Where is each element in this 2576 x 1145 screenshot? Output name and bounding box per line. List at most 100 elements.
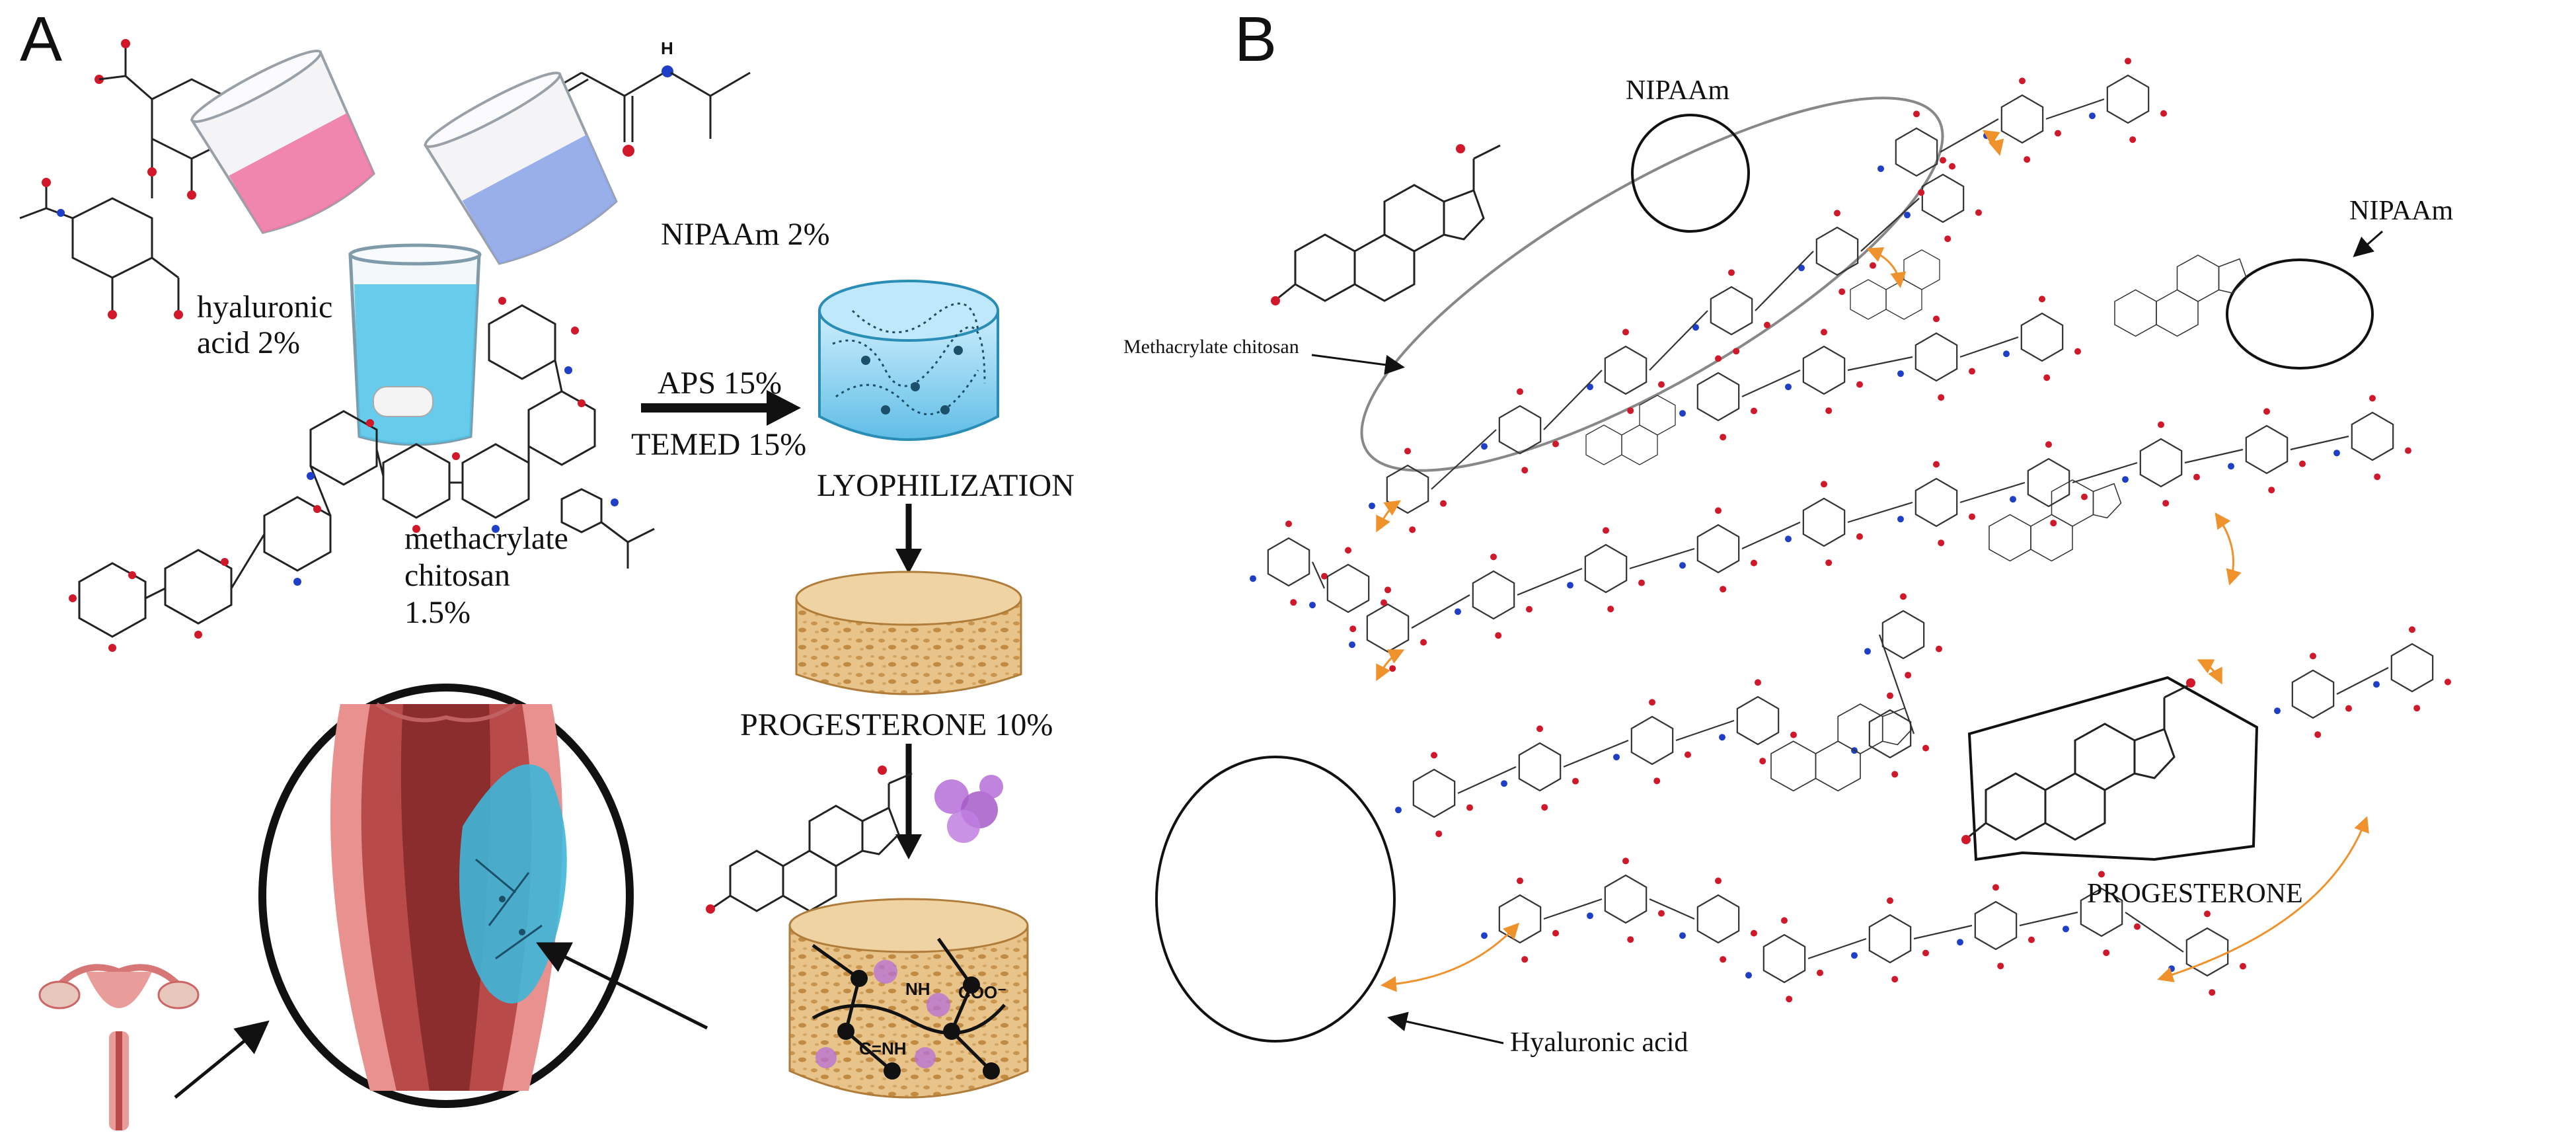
sugar-ring (1815, 226, 1859, 276)
glycosidic-bond (1431, 429, 1497, 490)
atom-marker (1790, 731, 1797, 738)
atom-marker (2333, 450, 2340, 457)
atom-marker (2050, 520, 2057, 527)
glycosidic-bond (2336, 667, 2389, 695)
sugar-ring (1366, 603, 1410, 653)
atom-marker (1552, 929, 1559, 937)
atom-marker (1759, 758, 1766, 765)
atom-marker (1969, 513, 1975, 520)
atom-marker (1381, 599, 1387, 606)
atom-marker (2010, 496, 2016, 503)
atom-marker (2045, 441, 2052, 448)
atom-marker (1649, 699, 1655, 706)
glycosidic-bond (2019, 911, 2078, 927)
atom-marker (2055, 130, 2061, 137)
atom-marker (2129, 136, 2137, 143)
atom-marker (2162, 500, 2170, 507)
glycosidic-bond (2125, 912, 2184, 953)
glycosidic-bond (1860, 198, 1920, 252)
atom-marker (1897, 516, 1904, 523)
atom-marker (1887, 897, 1893, 904)
nipaam-top-label: NIPAAm (1626, 75, 1729, 106)
temed-label: TEMED 15% (631, 427, 806, 462)
atom-marker (2299, 460, 2306, 467)
atom-marker (2345, 705, 2352, 712)
atom-marker (1409, 526, 1416, 533)
glycosidic-bond (2184, 448, 2244, 464)
atom-marker (2413, 705, 2421, 712)
atom-marker (1781, 917, 1788, 924)
atom-marker (1420, 639, 1427, 646)
atom-marker (1345, 547, 1351, 554)
methacrylate-chitosan-structure (69, 297, 655, 652)
sugar-ring (1802, 497, 1846, 547)
atom-marker (2405, 447, 2411, 454)
hyaluronic-acid-pointer (1387, 1011, 1504, 1045)
atom-marker (2103, 949, 2110, 957)
atom-marker (1997, 963, 2004, 970)
glycosidic-bond (1755, 251, 1814, 311)
hyaluronic-acid-region (1155, 756, 1396, 1043)
atom-marker (1825, 559, 1833, 567)
sugar-ring (1630, 715, 1674, 766)
glycosidic-bond (1311, 561, 1326, 589)
atom-marker (1481, 932, 1488, 939)
atom-marker (1627, 407, 1634, 415)
atom-marker (1521, 956, 1529, 963)
atom-marker (1975, 209, 1982, 216)
progesterone-label: PROGESTERONE 10% (740, 707, 1053, 742)
sugar-ring (1868, 914, 1912, 964)
atom-marker (1969, 368, 1975, 375)
atom-marker (1431, 752, 1437, 759)
progesterone-b-label: PROGESTERONE (2087, 879, 2303, 909)
sugar-ring (1762, 933, 1806, 984)
glycosidic-bond (1517, 567, 1583, 596)
nh-label: NH (905, 979, 930, 999)
atom-marker (1572, 777, 1579, 785)
sugar-ring (1472, 570, 1515, 620)
atom-marker (1466, 804, 1473, 811)
atom-marker (2204, 910, 2211, 918)
atom-marker (1715, 355, 1722, 362)
atom-marker (1891, 771, 1899, 778)
glycosidic-bond (2045, 98, 2105, 120)
sugar-ring (1518, 742, 1562, 792)
hyaluronic-label-line1: hyaluronic (197, 290, 332, 325)
atom-marker (1679, 562, 1686, 569)
atom-marker (1685, 751, 1691, 758)
atom-marker (1720, 956, 1727, 963)
atom-marker (2081, 493, 2088, 500)
pink-beaker (190, 49, 375, 234)
atom-marker (1517, 877, 1523, 885)
gel-pointer-arrow (536, 942, 708, 1030)
atom-marker (1856, 533, 1863, 540)
atom-marker (2158, 421, 2164, 428)
atom-marker (1495, 632, 1502, 639)
sugar-ring (2000, 94, 2044, 144)
uterus-icon (38, 964, 200, 1130)
atom-marker (2274, 707, 2281, 715)
blue-beaker (424, 71, 618, 265)
atom-marker (1938, 394, 1945, 401)
panel-a: A hya (19, 4, 1075, 1130)
atom-marker (2369, 395, 2376, 402)
atom-marker (2160, 110, 2167, 117)
glycosidic-bond (1649, 898, 1695, 920)
atom-marker (1891, 976, 1899, 983)
atom-marker (2134, 923, 2140, 930)
methacrylate-chitosan-pointer (1311, 354, 1405, 375)
panel-b-letter: B (1234, 4, 1277, 75)
sugar-ring (1412, 768, 1456, 818)
atom-marker (1728, 269, 1735, 276)
glycosidic-bond (1940, 118, 1999, 153)
sugar-ring (2139, 438, 2183, 488)
atom-marker (1692, 324, 1699, 331)
nipaam-right-label: NIPAAm (2349, 196, 2453, 226)
glycosidic-bond (1807, 937, 1867, 960)
glycosidic-bond (1959, 481, 2026, 504)
cnh-label: C=NH (859, 1039, 907, 1058)
atom-marker (1755, 679, 1761, 686)
atom-marker (1613, 754, 1620, 761)
methacrylate-label-line1: methacrylate (404, 521, 568, 556)
sugar-ring (2020, 312, 2064, 362)
